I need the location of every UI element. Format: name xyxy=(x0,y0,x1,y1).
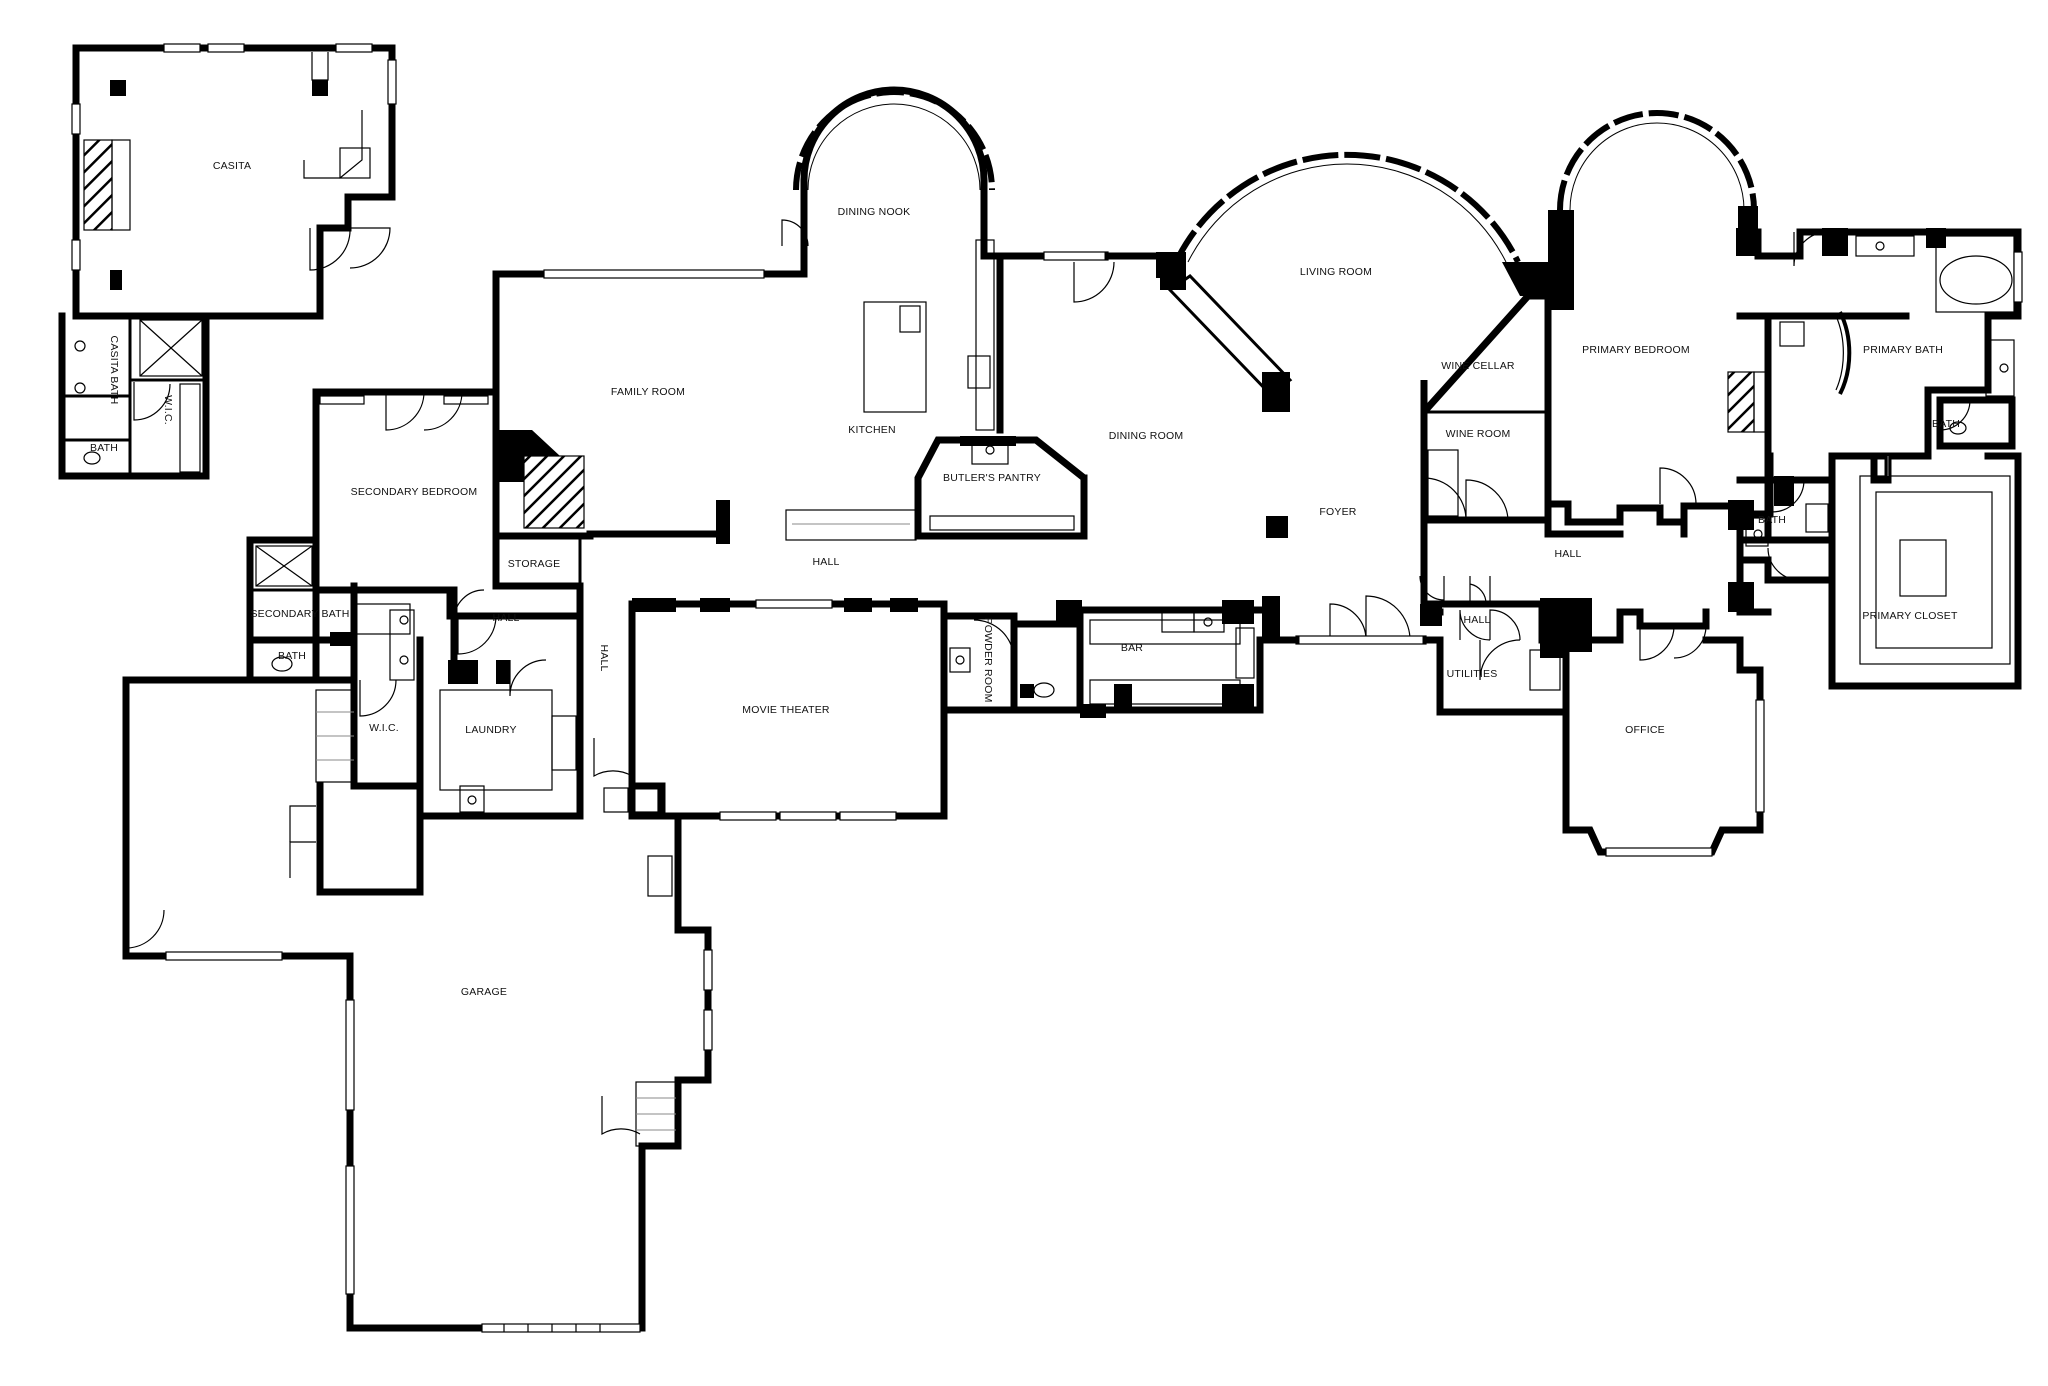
primary-closet-structure xyxy=(1756,452,2022,690)
label-primary-bedroom: PRIMARY BEDROOM xyxy=(1582,344,1690,356)
label-office: OFFICE xyxy=(1625,724,1665,736)
primary-bedroom-structure xyxy=(1544,110,1774,538)
label-living-room: LIVING ROOM xyxy=(1300,266,1372,278)
label-secondary-half-bath: BATH xyxy=(278,650,306,662)
label-secondary-bath: SECONDARY BATH xyxy=(250,608,349,620)
label-wine-cellar: WINE CELLAR xyxy=(1441,360,1515,372)
label-wic: W.I.C. xyxy=(369,722,399,734)
label-hall-secondary: HALL xyxy=(492,612,519,624)
wine-cellar-structure xyxy=(1420,292,1552,524)
label-dining-nook: DINING NOOK xyxy=(838,206,911,218)
label-movie-theater: MOVIE THEATER xyxy=(742,704,830,716)
office-structure xyxy=(1562,608,1765,857)
label-butlers-pantry: BUTLER'S PANTRY xyxy=(943,472,1041,484)
label-utilities: UTILITIES xyxy=(1447,668,1498,680)
label-family-room: FAMILY ROOM xyxy=(611,386,685,398)
label-storage: STORAGE xyxy=(508,558,561,570)
label-casita-wic: W.I.C. xyxy=(162,395,174,425)
primary-bath-structure xyxy=(1736,228,2023,484)
label-garage: GARAGE xyxy=(461,986,507,998)
hall-vertical-structure xyxy=(578,536,666,820)
label-secondary-bedroom: SECONDARY BEDROOM xyxy=(351,486,478,498)
label-casita-half-bath: BATH xyxy=(90,442,118,454)
dining-living-structure xyxy=(996,251,1444,664)
secondary-wing-structure xyxy=(246,532,584,684)
family-kitchen-structure xyxy=(312,86,1004,680)
label-primary-bath-wc: BATH xyxy=(1932,418,1960,430)
butlers-pantry-structure xyxy=(914,436,1088,540)
casita-bath-structure xyxy=(58,312,210,480)
label-kitchen: KITCHEN xyxy=(848,424,896,436)
dining-nook-windows xyxy=(793,89,995,191)
label-hall-main: HALL xyxy=(812,556,839,568)
bath-east-structure xyxy=(1728,476,1836,616)
hall-east-structure xyxy=(1419,516,1624,716)
label-primary-bath: PRIMARY BATH xyxy=(1863,344,1943,356)
label-hall-east: HALL xyxy=(1554,548,1581,560)
label-primary-closet: PRIMARY CLOSET xyxy=(1862,610,1958,622)
label-powder-room: POWDER ROOM xyxy=(982,617,994,702)
label-casita: CASITA xyxy=(213,160,251,172)
garage-structure xyxy=(122,680,713,1333)
label-casita-bath: CASITA BATH xyxy=(108,336,120,405)
label-bar: BAR xyxy=(1121,642,1143,654)
label-laundry: LAUNDRY xyxy=(465,724,516,736)
wic-laundry-structure xyxy=(122,656,633,954)
label-hall-vertical: HALL xyxy=(598,644,610,671)
living-room-arch xyxy=(1173,151,1548,296)
label-hall-utilities: HALL xyxy=(1463,614,1490,626)
label-foyer: FOYER xyxy=(1319,506,1356,518)
label-wine-room: WINE ROOM xyxy=(1446,428,1511,440)
powder-bar-structure xyxy=(940,596,1280,718)
label-dining-room: DINING ROOM xyxy=(1109,430,1184,442)
casita-structure xyxy=(71,43,397,320)
label-bath-east: BATH xyxy=(1758,514,1786,526)
